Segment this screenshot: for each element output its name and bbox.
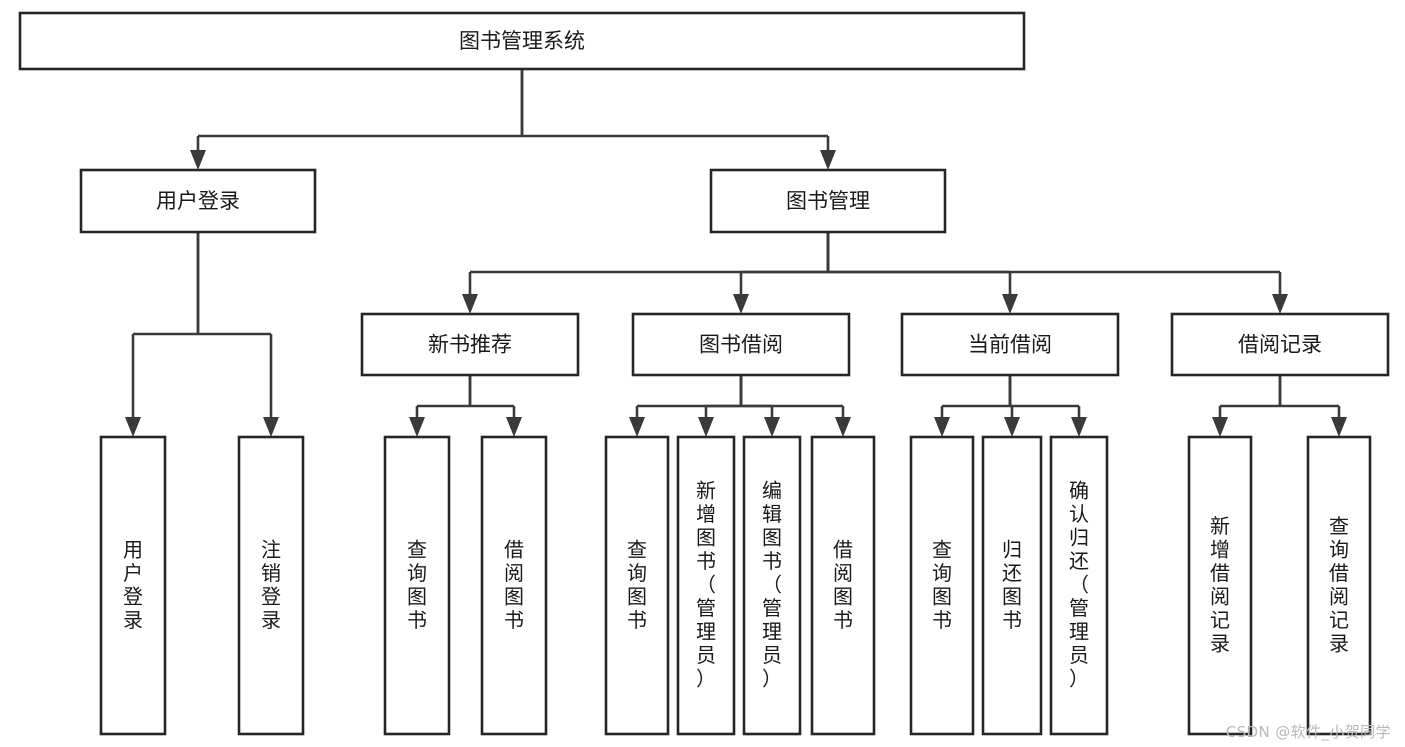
node-box-l-login-1[interactable] [99, 435, 167, 736]
connector-layer [125, 69, 1347, 437]
node-label-l-rec-1: 新增借阅记录 [1210, 513, 1230, 655]
node-label-bookmgmt: 图书管理 [786, 189, 870, 213]
node-label-current: 当前借阅 [968, 333, 1052, 357]
node-box-l-new-1[interactable] [383, 435, 451, 736]
node-l-cur-2[interactable]: 归还图书 [981, 435, 1043, 736]
node-box-bookmgmt[interactable] [709, 168, 947, 234]
node-box-l-cur-2[interactable] [981, 435, 1043, 736]
node-label-l-cur-2: 归还图书 [1002, 537, 1022, 632]
node-label-l-new-1: 查询图书 [407, 537, 427, 632]
node-box-l-bor-2[interactable] [676, 435, 736, 736]
connector-record-to-l-rec-2 [1278, 375, 1347, 437]
node-current[interactable]: 当前借阅 [900, 312, 1120, 377]
connector-newbook-to-l-new-2 [468, 375, 522, 437]
node-label-borrow: 图书借阅 [699, 333, 783, 357]
node-l-login-1[interactable]: 用户登录 [99, 435, 167, 736]
node-layer: 图书管理系统用户登录图书管理新书推荐图书借阅当前借阅借阅记录用户登录注销登录查询… [18, 11, 1390, 736]
node-l-new-2[interactable]: 借阅图书 [480, 435, 548, 736]
node-label-l-bor-3: 编辑图书（管理员） [762, 478, 782, 690]
node-login[interactable]: 用户登录 [79, 168, 317, 234]
node-label-l-bor-1: 查询图书 [627, 537, 647, 632]
node-box-borrow[interactable] [631, 312, 851, 377]
node-bookmgmt[interactable]: 图书管理 [709, 168, 947, 234]
node-l-cur-3[interactable]: 确认归还（管理员） [1049, 435, 1109, 736]
node-label-newbook: 新书推荐 [428, 333, 512, 357]
node-box-l-rec-2[interactable] [1306, 435, 1372, 736]
node-box-l-bor-1[interactable] [604, 435, 670, 736]
node-label-l-bor-2: 新增图书（管理员） [696, 478, 716, 690]
node-box-l-login-2[interactable] [237, 435, 305, 736]
node-label-l-login-2: 注销登录 [261, 537, 281, 632]
connector-root-to-login [190, 69, 524, 170]
connector-bookmgmt-to-record [826, 232, 1288, 314]
node-box-l-bor-3[interactable] [742, 435, 802, 736]
connector-newbook-to-l-new-1 [409, 375, 472, 437]
node-box-root[interactable] [18, 11, 1026, 71]
connector-login-to-l-login-2 [196, 232, 279, 437]
node-l-rec-1[interactable]: 新增借阅记录 [1187, 435, 1253, 736]
connector-current-to-l-cur-1 [934, 375, 1012, 437]
connector-bookmgmt-to-borrow [733, 232, 830, 314]
node-label-record: 借阅记录 [1238, 333, 1322, 357]
node-label-l-rec-2: 查询借阅记录 [1329, 513, 1349, 655]
node-box-l-bor-4[interactable] [810, 435, 876, 736]
node-label-l-login-1: 用户登录 [123, 537, 143, 632]
node-l-rec-2[interactable]: 查询借阅记录 [1306, 435, 1372, 736]
node-label-l-new-2: 借阅图书 [504, 537, 524, 632]
node-label-l-bor-4: 借阅图书 [833, 537, 853, 632]
node-box-newbook[interactable] [360, 312, 580, 377]
node-box-l-cur-3[interactable] [1049, 435, 1109, 736]
node-l-bor-1[interactable]: 查询图书 [604, 435, 670, 736]
node-l-bor-2[interactable]: 新增图书（管理员） [676, 435, 736, 736]
connector-current-to-l-cur-3 [1008, 375, 1087, 437]
connector-root-to-bookmgmt [520, 69, 836, 170]
node-box-current[interactable] [900, 312, 1120, 377]
node-l-cur-1[interactable]: 查询图书 [909, 435, 975, 736]
node-box-login[interactable] [79, 168, 317, 234]
node-box-l-cur-1[interactable] [909, 435, 975, 736]
node-record[interactable]: 借阅记录 [1170, 312, 1390, 377]
connector-login-to-l-login-1 [125, 232, 200, 437]
node-l-login-2[interactable]: 注销登录 [237, 435, 305, 736]
node-box-record[interactable] [1170, 312, 1390, 377]
node-label-l-cur-3: 确认归还（管理员） [1069, 478, 1089, 690]
node-l-bor-3[interactable]: 编辑图书（管理员） [742, 435, 802, 736]
node-box-l-rec-1[interactable] [1187, 435, 1253, 736]
connector-borrow-to-l-bor-4 [739, 375, 851, 437]
node-label-l-cur-1: 查询图书 [932, 537, 952, 632]
node-newbook[interactable]: 新书推荐 [360, 312, 580, 377]
node-box-l-new-2[interactable] [480, 435, 548, 736]
node-l-new-1[interactable]: 查询图书 [383, 435, 451, 736]
node-label-login: 用户登录 [156, 189, 240, 213]
node-l-bor-4[interactable]: 借阅图书 [810, 435, 876, 736]
node-root[interactable]: 图书管理系统 [18, 11, 1026, 71]
connector-record-to-l-rec-1 [1212, 375, 1282, 437]
node-label-root: 图书管理系统 [459, 29, 585, 53]
node-borrow[interactable]: 图书借阅 [631, 312, 851, 377]
